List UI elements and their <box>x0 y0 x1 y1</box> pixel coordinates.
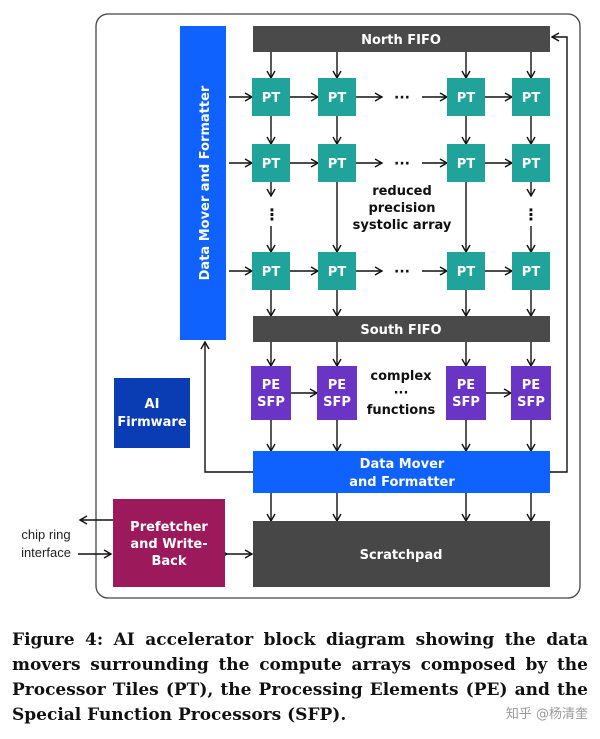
pe-sfp-tile-box <box>251 366 291 420</box>
pt-tile-box <box>318 252 356 290</box>
south-fifo-label: South FIFO <box>360 323 441 338</box>
pt-tile-box <box>512 144 550 182</box>
chip-ring-line-2: interface <box>21 545 71 560</box>
pt-tile-label: PT <box>262 265 281 280</box>
pt-row-dots: ··· ··· ··· <box>394 90 410 280</box>
systolic-array-label: reduced precision systolic array <box>353 184 452 233</box>
pt-tile-r2-c2: PT <box>318 144 356 182</box>
pt-col-vdots: ⋮ ⋮ <box>264 205 539 224</box>
watermark: 知乎 @杨清奎 <box>505 707 588 722</box>
data-mover-bottom: Data Mover and Formatter <box>253 451 550 493</box>
data-mover-bottom-line-1: Data Mover <box>360 457 445 472</box>
chip-ring-line-1: chip ring <box>21 527 70 542</box>
prefetcher-line-3: Back <box>151 554 186 569</box>
scratchpad-block: Scratchpad <box>253 521 550 587</box>
pt-tile-box <box>512 78 550 116</box>
figure-caption: Figure 4: AI accelerator block diagram s… <box>12 630 588 725</box>
pe-sfp-tile-4: PE SFP <box>511 366 551 420</box>
pt-tile-r3-c2: PT <box>318 252 356 290</box>
sfp-tile-label: SFP <box>517 395 545 410</box>
pt-tile-box <box>318 78 356 116</box>
systolic-label-line-2: precision <box>368 201 435 216</box>
ai-firmware-line-1: AI <box>145 397 160 412</box>
systolic-label-line-1: reduced <box>372 184 432 199</box>
north-fifo: North FIFO <box>253 26 550 52</box>
pe-tile-label: PE <box>262 378 280 393</box>
loop-left-arrow <box>200 340 253 473</box>
complex-label-line-3: functions <box>367 403 436 418</box>
pt-tile-r2-c4: PT <box>512 144 550 182</box>
pt-tile-label: PT <box>328 91 347 106</box>
pt-tile-label: PT <box>262 157 281 172</box>
pe-sfp-tile-box <box>317 366 357 420</box>
pt-tile-r1-c4: PT <box>512 78 550 116</box>
pt-tile-r2-c3: PT <box>447 144 485 182</box>
pe-tile-label: PE <box>522 378 540 393</box>
pt-tile-box <box>447 252 485 290</box>
scratchpad-label: Scratchpad <box>360 548 443 563</box>
sfp-tile-label: SFP <box>452 395 480 410</box>
ai-firmware-block: AI Firmware <box>114 378 190 448</box>
pe-sfp-tile-3: PE SFP <box>446 366 486 420</box>
accelerator-block-diagram: North FIFO South FIFO Data Mover and For… <box>21 13 581 599</box>
sfp-tile-label: SFP <box>257 395 285 410</box>
pe-sfp-tile-2: PE SFP <box>317 366 357 420</box>
chip-ring-interface-label: chip ring interface <box>21 527 71 560</box>
pt-tile-label: PT <box>328 265 347 280</box>
pt-tile-r3-c3: PT <box>447 252 485 290</box>
pe-tile-label: PE <box>457 378 475 393</box>
pt-tile-box <box>252 252 290 290</box>
north-fifo-label: North FIFO <box>361 33 441 48</box>
pt-tile-label: PT <box>457 265 476 280</box>
complex-functions-label: complex ··· functions <box>367 369 436 418</box>
prefetcher-line-2: and Write- <box>130 537 207 552</box>
pt-tile-box <box>252 144 290 182</box>
pt-dots-row-2: ··· <box>394 156 410 172</box>
pt-vdots-col-1: ⋮ <box>264 205 280 224</box>
data-mover-bottom-line-2: and Formatter <box>349 475 455 490</box>
pt-tile-r1-c3: PT <box>447 78 485 116</box>
pt-tile-r3-c4: PT <box>512 252 550 290</box>
pt-tile-r2-c1: PT <box>252 144 290 182</box>
ai-firmware-line-2: Firmware <box>117 415 186 430</box>
pt-tile-box <box>252 78 290 116</box>
sfp-tile-label: SFP <box>323 395 351 410</box>
pe-tile-label: PE <box>328 378 346 393</box>
pt-tile-r1-c1: PT <box>252 78 290 116</box>
pt-tile-box <box>447 144 485 182</box>
prefetcher-line-1: Prefetcher <box>130 520 208 535</box>
pe-sfp-tile-1: PE SFP <box>251 366 291 420</box>
loop-right-arrow <box>550 32 568 473</box>
pt-vdots-col-4: ⋮ <box>523 205 539 224</box>
pt-tile-r3-c1: PT <box>252 252 290 290</box>
south-fifo: South FIFO <box>253 316 550 342</box>
pt-tile-box <box>447 78 485 116</box>
pt-tile-box <box>318 144 356 182</box>
pe-sfp-tile-box <box>446 366 486 420</box>
pe-sfp-tile-box <box>511 366 551 420</box>
systolic-label-line-3: systolic array <box>353 218 452 233</box>
pt-tile-label: PT <box>522 157 541 172</box>
complex-label-line-2: ··· <box>394 386 409 401</box>
pt-tile-label: PT <box>457 157 476 172</box>
pe-sfp-row: PE SFP PE SFP PE SFP PE SFP <box>251 366 551 420</box>
connection-arrows <box>78 32 568 559</box>
prefetcher-block: Prefetcher and Write- Back <box>113 499 225 587</box>
pt-dots-row-3: ··· <box>394 264 410 280</box>
pt-tile-r1-c2: PT <box>318 78 356 116</box>
pt-tile-label: PT <box>262 91 281 106</box>
pt-tile-label: PT <box>522 265 541 280</box>
pt-grid: PT PT PT PT PT PT PT PT PT PT PT PT <box>252 78 550 290</box>
pt-tile-label: PT <box>522 91 541 106</box>
pt-tile-label: PT <box>328 157 347 172</box>
complex-label-line-1: complex <box>370 369 432 384</box>
data-mover-vertical-label: Data Mover and Formatter <box>198 85 213 280</box>
pt-tile-box <box>512 252 550 290</box>
data-mover-vertical: Data Mover and Formatter <box>180 26 226 340</box>
pt-tile-label: PT <box>457 91 476 106</box>
pt-dots-row-1: ··· <box>394 90 410 106</box>
